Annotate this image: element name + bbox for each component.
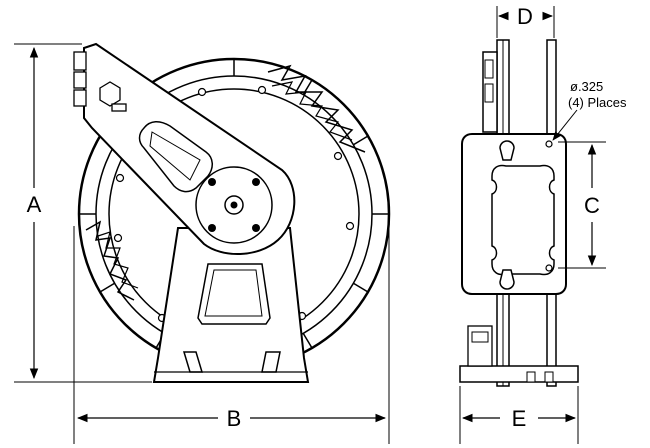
callout-places: (4) Places [568,95,627,110]
dimension-c-label: C [584,193,600,218]
hose-guide-zigzag-lower [85,220,135,301]
mounting-holes [545,140,553,272]
hose-guide-zigzag-upper [267,64,366,153]
hole-callout: ø.325 (4) Places [552,79,627,141]
arm-fittings [73,51,127,112]
side-view [459,39,579,387]
dimension-e: E [459,386,579,444]
hose-guide-zigzag-upper-2 [271,81,353,141]
hose-guide-zigzag-lower-2 [97,231,139,289]
dimension-b: B [73,222,390,444]
callout-diameter: ø.325 [570,79,603,94]
hub-bolts [208,178,260,232]
stand-window-inner [204,269,263,317]
front-view [73,42,391,383]
side-base [459,365,579,383]
swing-arm-slot [138,121,213,193]
dimension-a-label: A [27,192,42,217]
dimension-a: A [14,43,152,383]
mounting-plate-cutout [491,164,555,276]
drum-bolts [113,85,355,323]
swing-arm-slot-inner [149,131,201,181]
hub-center-dot [230,201,238,209]
dimension-b-label: B [227,406,242,431]
stand-window [197,263,271,325]
keyhole-slots [499,140,515,290]
dimension-c: C [558,141,606,269]
dimension-d-label: D [517,4,533,29]
stand-foot-right [261,351,281,373]
dimension-d: D [496,4,555,38]
dimension-e-label: E [512,406,527,431]
